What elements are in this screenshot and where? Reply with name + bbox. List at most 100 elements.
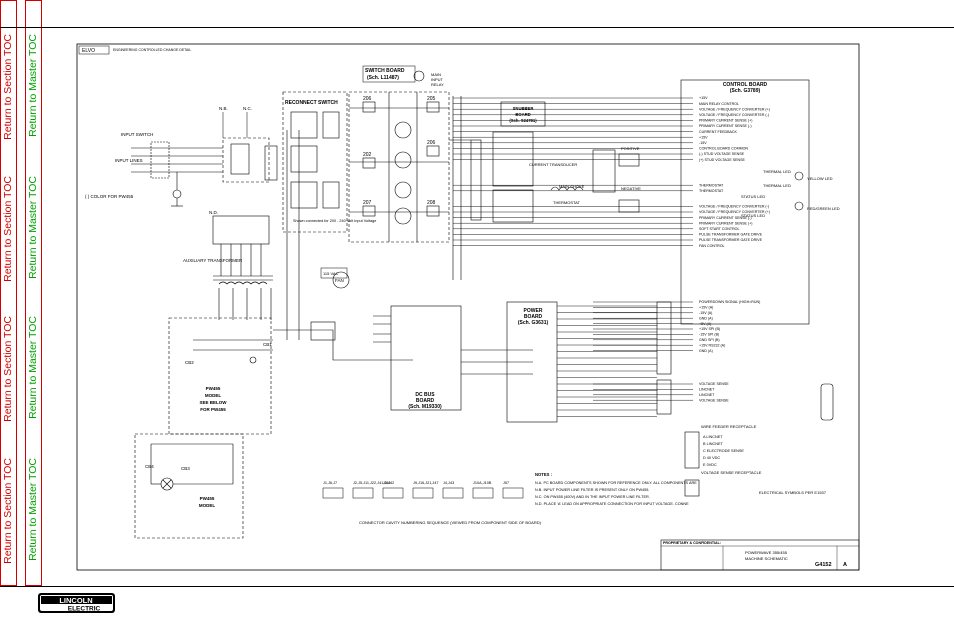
wire-feeder-pin-label: B LINCNET [703,442,724,446]
pw455-model-box [134,433,244,539]
machine-schematic: ELVO ENGINEERING CONTROLLED CHANGE DETAI… [76,43,860,571]
control-signal-label: -15V [699,141,707,145]
connector-group-body [322,487,344,499]
wire-feeder-pin-label: D 40 VDC [703,456,720,460]
switch-board-components: 206 205 202 206 207 208 [349,92,449,242]
switch-board-title: SWITCH BOARD [365,68,405,74]
line-filter-box [222,137,270,183]
schematic-border [76,43,860,571]
return-to-section-toc-link-4[interactable]: Return to Section TOC [2,458,14,564]
wire-feeder-pins: A LINCNET B LINCNET C ELECTRODE SENSE D 40 … [703,435,744,467]
svg-text:DC BUS: DC BUS [415,392,435,398]
connector-group-label: J10A,J10B [473,481,492,485]
svg-text:CONTROL BOARD: CONTROL BOARD [723,82,768,88]
wire-feeder-pin-label: E 0VDC [703,463,717,467]
connector-group-body [502,487,524,499]
control-signal-label: THERMOSTAT [699,183,724,187]
return-to-master-toc-link-2[interactable]: Return to Master TOC [27,176,39,279]
connector-group-label: J1,J6,J7 [323,481,337,485]
control-signal-label: PULSE TRANSFORMER GATE DRIVE [699,238,763,242]
logo-brand-text: LINCOLN [59,596,92,605]
red-green-led-symbol [794,201,804,211]
control-signal-label: -15V SPI (B) [699,333,719,337]
proprietary-label: PROPRIETARY & CONFIDENTIAL: [663,541,721,545]
title-block: PROPRIETARY & CONFIDENTIAL: POWERWAVE 35… [660,539,860,571]
return-to-master-toc-link-3[interactable]: Return to Master TOC [27,316,39,419]
control-signal-label: +15V [699,96,708,100]
control-signal-label: +15V (A) [699,306,713,310]
control-signal-label: CONTROL BOARD COMMON [699,147,748,151]
connector-group-label: J3,J42 [383,481,394,485]
cb1-label: CB1 [263,342,272,347]
note-line: N.C. ON PW455 (400V) AND IN THE INPUT PO… [535,495,650,499]
control-signal-label: +15V SPI (B) [699,327,720,331]
electrical-symbols-label: ELECTRICAL SYMBOLS PER E1537 [759,490,827,495]
control-signal-label: PRIMARY CURRENT SENSE (-) [699,124,752,128]
lincoln-electric-logo: LINCOLN ELECTRIC [38,593,115,613]
note-line: N.B. INPUT POWER LINE FILTER IS PRESENT … [535,488,649,492]
control-signal-label: GND (A) [699,316,713,320]
svg-text:(Sch. G3789): (Sch. G3789) [730,88,761,94]
svg-text:SNUBBER: SNUBBER [513,106,534,111]
dc-bus-board [390,305,462,411]
return-to-section-toc-link-3[interactable]: Return to Section TOC [2,316,14,422]
svg-text:202: 202 [363,152,372,158]
voltage-sense-receptacle-label: VOLTAGE SENSE RECEPTACLE [701,470,762,475]
control-signal-label: PRIMARY CURRENT SENSE (-) [699,216,752,220]
connector-group-body [412,487,434,499]
input-lines [131,141,223,207]
yellow-led-symbol [794,171,804,181]
svg-text:206: 206 [363,96,372,102]
fan-voltage-label: 115 VAC [323,271,339,276]
cb2-label: CB2 [185,360,194,365]
pw355-cb-box [168,317,272,435]
pw455-model-note: PW455 MODEL SEE BELOW FOR PW455 [199,386,227,412]
pw455-model2-line2: MODEL [199,503,216,508]
logo-sub-text: ELECTRIC [68,606,101,613]
svg-text:BOARD: BOARD [416,398,435,404]
connector-group-body [442,487,464,499]
svg-text:N.B.: N.B. [219,106,228,111]
title-note: ENGINEERING CONTROLLED CHANGE DETAIL [113,48,191,52]
power-board [506,301,558,423]
status-led-label-1: STATUS LED [741,194,765,199]
svg-text:PW455: PW455 [206,386,221,391]
cb4-label: CB4 [145,464,154,469]
notes-title: NOTES : [535,472,552,477]
reconnect-switch-box [282,91,348,233]
control-signal-label: FAN CONTROL [699,244,725,248]
control-signal-label: VOLTAGE SENSE [699,398,729,402]
doc-title: POWERWAVE 355/455 [745,550,788,555]
control-signal-label: VOLTAGE SENSE [699,382,729,386]
connector-group-label: J57 [503,481,509,485]
db-connector [820,383,834,421]
svg-text:FOR PW455: FOR PW455 [200,407,226,412]
return-to-section-toc-link-1[interactable]: Return to Section TOC [2,34,14,140]
thermostat-label: THERMOSTAT [553,200,581,205]
wire-feeder-pin-label: C ELECTRODE SENSE [703,449,744,453]
left-navigation: Return to Section TOC Return to Master T… [0,0,48,586]
note-line: N.D. PLACE 'A' LEAD ON APPROPRIATE CONNE… [535,502,689,506]
control-signal-label: LINCNET [699,388,715,392]
cb3-label: CB3 [181,466,190,471]
doc-revision: A [843,562,847,568]
fan-label: FAN [335,278,344,283]
yellow-led-label: YELLOW LED [807,176,833,181]
switch-board-sch: (Sch. L11487) [367,75,399,81]
return-to-section-toc-link-2[interactable]: Return to Section TOC [2,176,14,282]
control-signal-label: +15V RS232 (A) [699,343,725,347]
red-green-led-label: RED/GREEN LED [807,206,840,211]
control-signal-label: (+) STUD VOLTAGE SENSE [699,158,745,162]
connector-group-body [352,487,374,499]
current-transducer-label: CURRENT TRANSDUCER [529,162,577,167]
control-signal-label: (-) STUD VOLTAGE SENSE [699,152,745,156]
control-signal-label: MAIN RELAY CONTROL [699,102,739,106]
negative-label: NEGATIVE [621,186,641,191]
svg-text:207: 207 [363,200,372,206]
wire-feeder-pin-label: A LINCNET [703,435,723,439]
control-signal-label: LINCNET [699,393,715,397]
return-to-master-toc-link-1[interactable]: Return to Master TOC [27,34,39,137]
return-to-master-toc-link-4[interactable]: Return to Master TOC [27,458,39,561]
note-line: N.A. PC BOARD COMPONENTS SHOWN FOR REFER… [535,481,697,485]
